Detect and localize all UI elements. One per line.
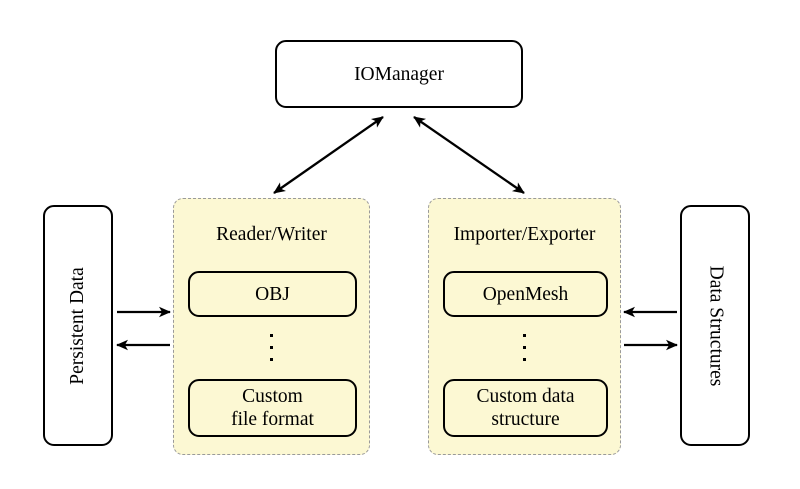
arrow-iomanager-importerexporter: [413, 116, 525, 194]
group-importer-exporter[interactable]: Importer/Exporter OpenMesh Custom data s…: [428, 198, 621, 455]
node-custom-data-structure[interactable]: Custom data structure: [443, 379, 608, 437]
node-openmesh-label: OpenMesh: [482, 283, 569, 305]
node-custom-file-format-label: Custom file format: [231, 386, 314, 430]
node-iomanager-label: IOManager: [354, 63, 444, 85]
node-obj-label: OBJ: [255, 283, 290, 305]
node-obj[interactable]: OBJ: [188, 271, 357, 317]
node-iomanager[interactable]: IOManager: [275, 40, 523, 108]
group-importer-exporter-title: Importer/Exporter: [453, 224, 596, 245]
arrow-iomanager-readerwriter: [273, 116, 384, 194]
node-persistent-data[interactable]: Persistent Data: [43, 205, 113, 446]
node-data-structures-label: Data Structures: [705, 265, 727, 386]
group-reader-writer[interactable]: Reader/Writer OBJ Custom file format: [173, 198, 370, 455]
ellipsis-icon-importer-exporter: [523, 334, 526, 361]
node-custom-file-format[interactable]: Custom file format: [188, 379, 357, 437]
node-custom-data-structure-label: Custom data structure: [476, 386, 575, 430]
node-openmesh[interactable]: OpenMesh: [443, 271, 608, 317]
group-reader-writer-title: Reader/Writer: [216, 224, 327, 245]
node-data-structures[interactable]: Data Structures: [680, 205, 750, 446]
ellipsis-icon-reader-writer: [270, 334, 273, 361]
node-persistent-data-label: Persistent Data: [67, 266, 89, 385]
